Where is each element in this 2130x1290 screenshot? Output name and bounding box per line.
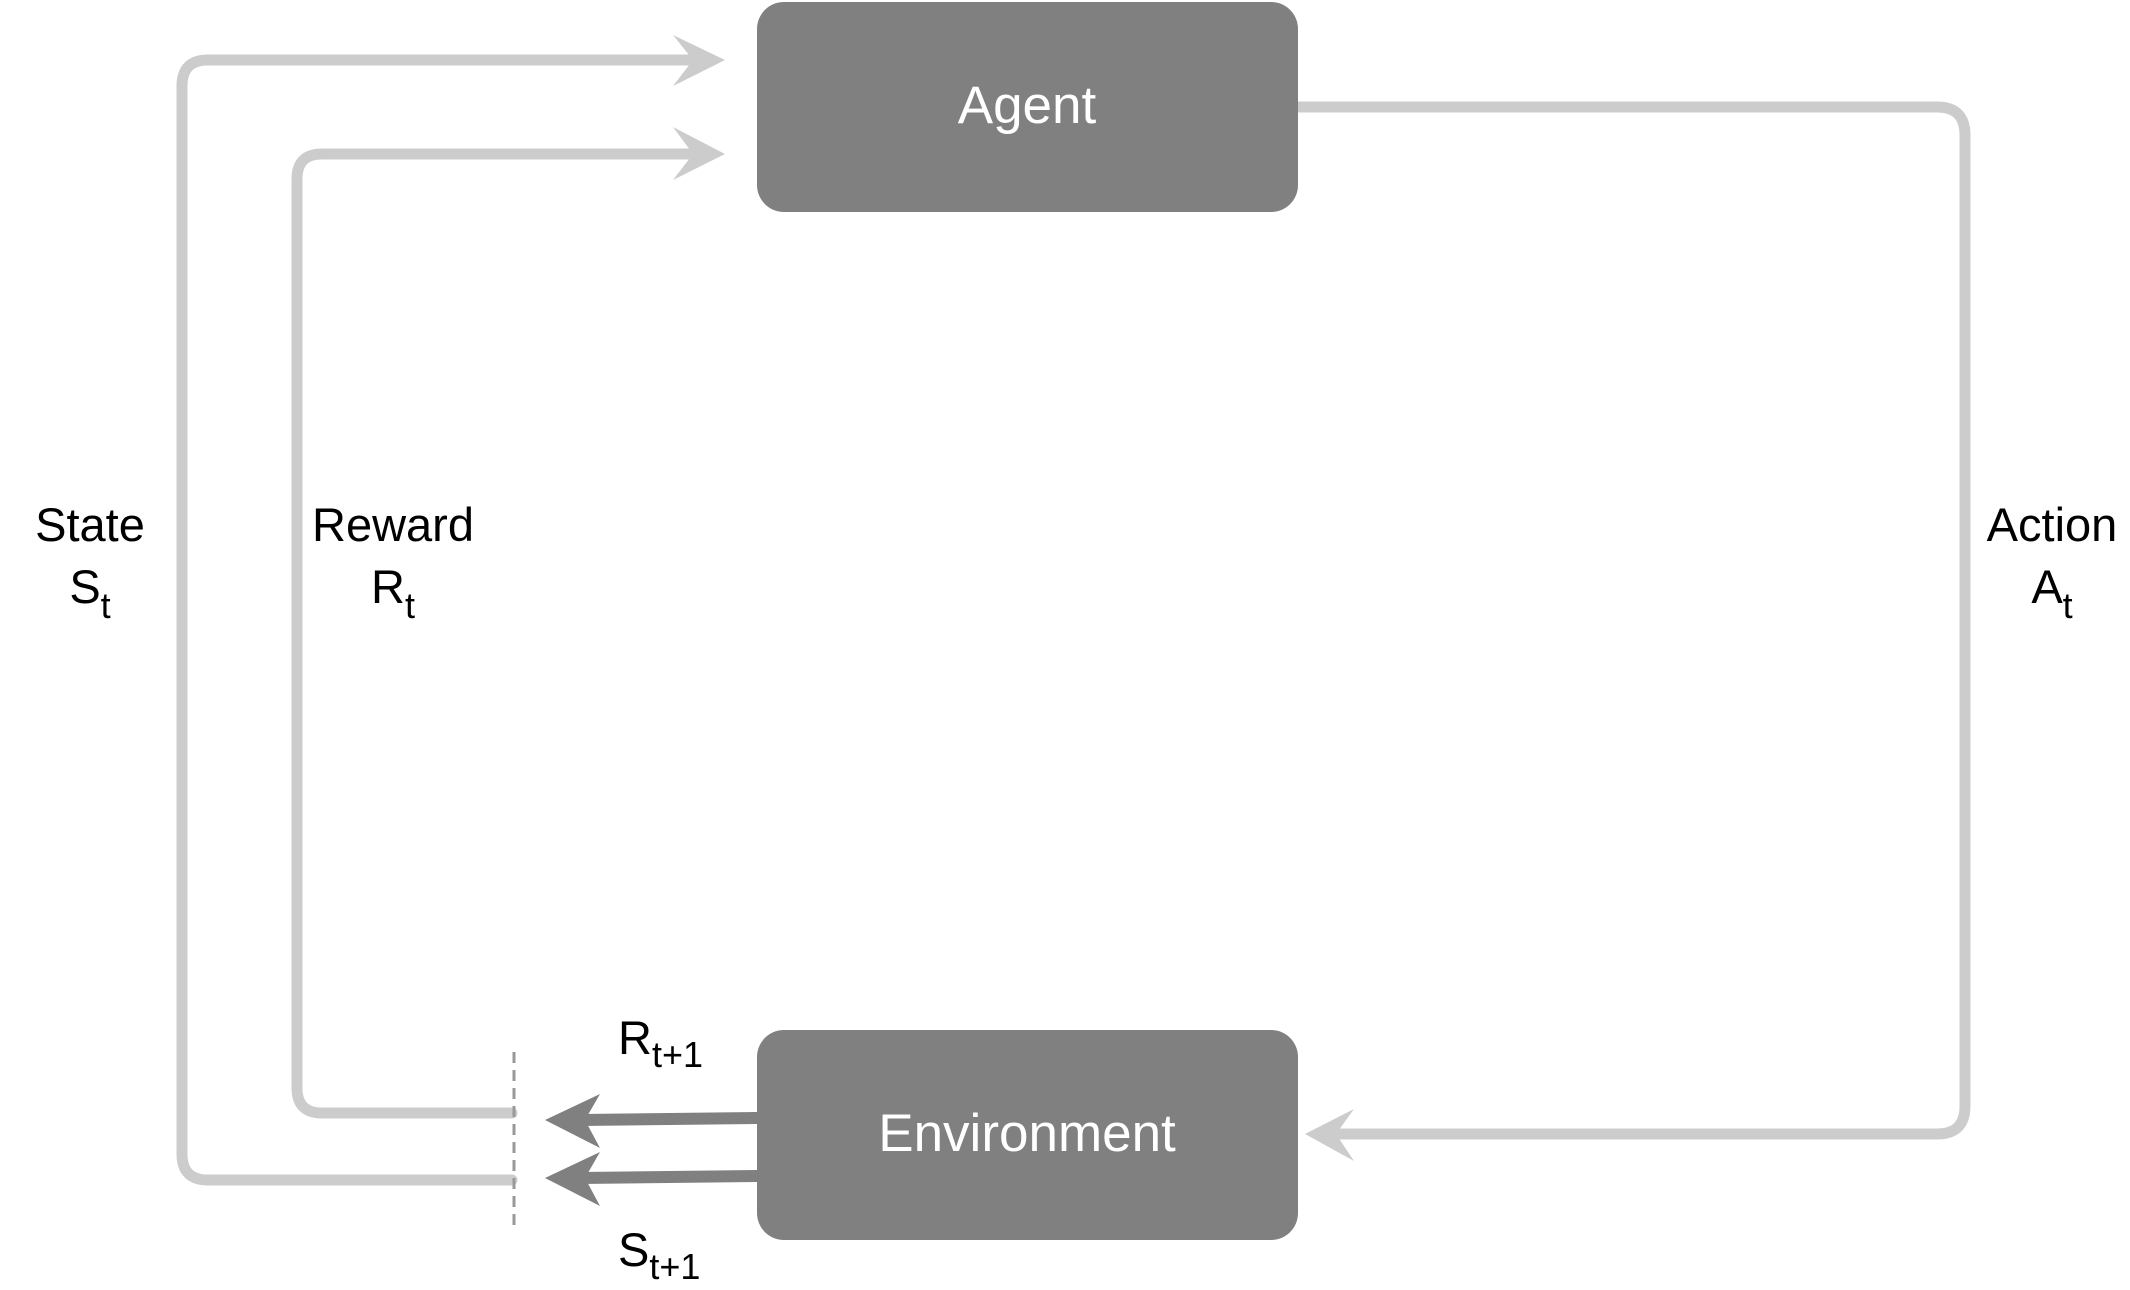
action-line: [1294, 101, 1971, 1140]
next-reward-arrow: [545, 1094, 763, 1148]
action-arrowhead: [1305, 1109, 1354, 1161]
reward-word: Reward: [312, 498, 474, 551]
reward-arrowhead: [673, 127, 725, 180]
next-state-arrowhead: [545, 1152, 600, 1206]
state-arrowhead: [673, 35, 725, 86]
state-word: State: [35, 498, 145, 551]
action-symbol: At: [2031, 560, 2072, 626]
agent-box: [757, 2, 1298, 212]
reward-connector: [291, 127, 725, 1119]
action-word: Action: [1987, 498, 2118, 551]
state-line: [176, 54, 706, 1186]
state-symbol: St: [69, 560, 110, 626]
next-state-label: St+1: [618, 1223, 700, 1287]
agent-label: Agent: [958, 76, 1097, 135]
action-label: Action At: [1987, 498, 2118, 626]
next-state-arrow: [545, 1152, 763, 1206]
reward-line: [291, 148, 706, 1119]
next-reward-arrowhead: [545, 1094, 600, 1148]
environment-box: [757, 1030, 1298, 1240]
state-label: State St: [35, 498, 145, 626]
reward-symbol: Rt: [371, 560, 415, 626]
environment-label: Environment: [878, 1104, 1176, 1163]
action-connector: [1294, 101, 1971, 1161]
agent-node: Agent: [757, 2, 1298, 212]
environment-node: Environment: [757, 1030, 1298, 1240]
reward-label: Reward Rt: [312, 498, 474, 626]
next-reward-label: Rt+1: [618, 1011, 703, 1075]
state-connector: [176, 35, 725, 1186]
